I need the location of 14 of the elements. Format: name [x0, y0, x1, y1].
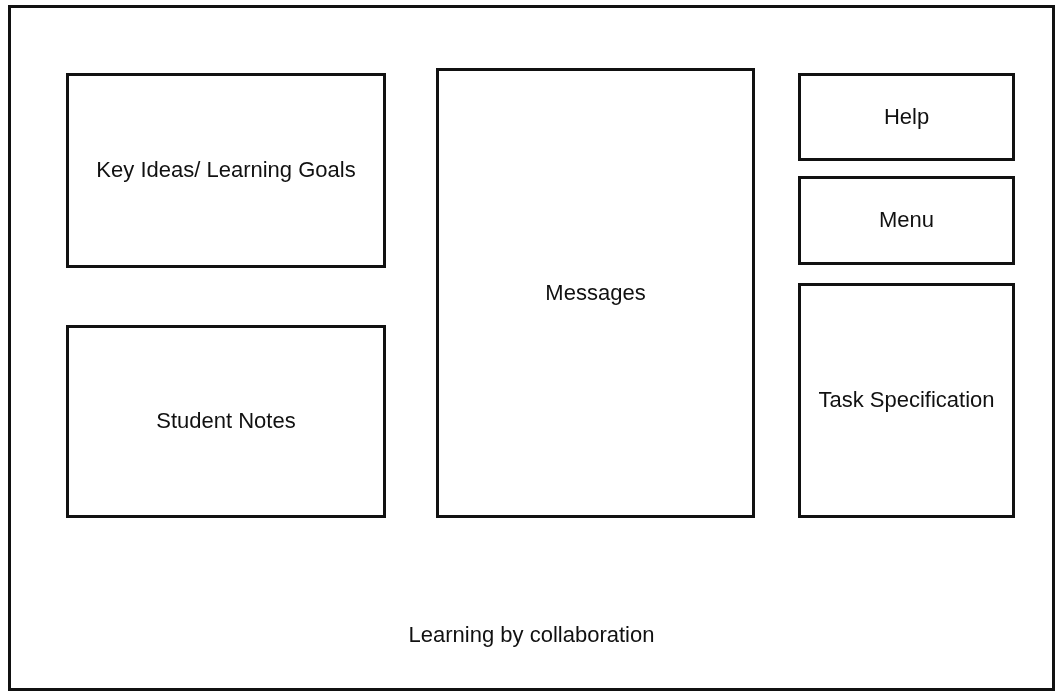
panel [66, 325, 386, 518]
panel [798, 283, 1015, 518]
frame-caption: Learning by collaboration [407, 621, 656, 650]
panel-label: Key Ideas/ Learning Goals [96, 156, 356, 185]
panel-label: Student Notes [156, 407, 296, 436]
panel [798, 176, 1015, 265]
panel-label: Menu [878, 206, 934, 235]
screen-frame [8, 5, 1055, 691]
panel [798, 73, 1015, 161]
panel-label: Help [883, 102, 930, 131]
panel [436, 68, 755, 518]
panel-label: Task Specification [818, 386, 995, 415]
panel [66, 73, 386, 268]
panel-label: Messages [545, 278, 646, 307]
